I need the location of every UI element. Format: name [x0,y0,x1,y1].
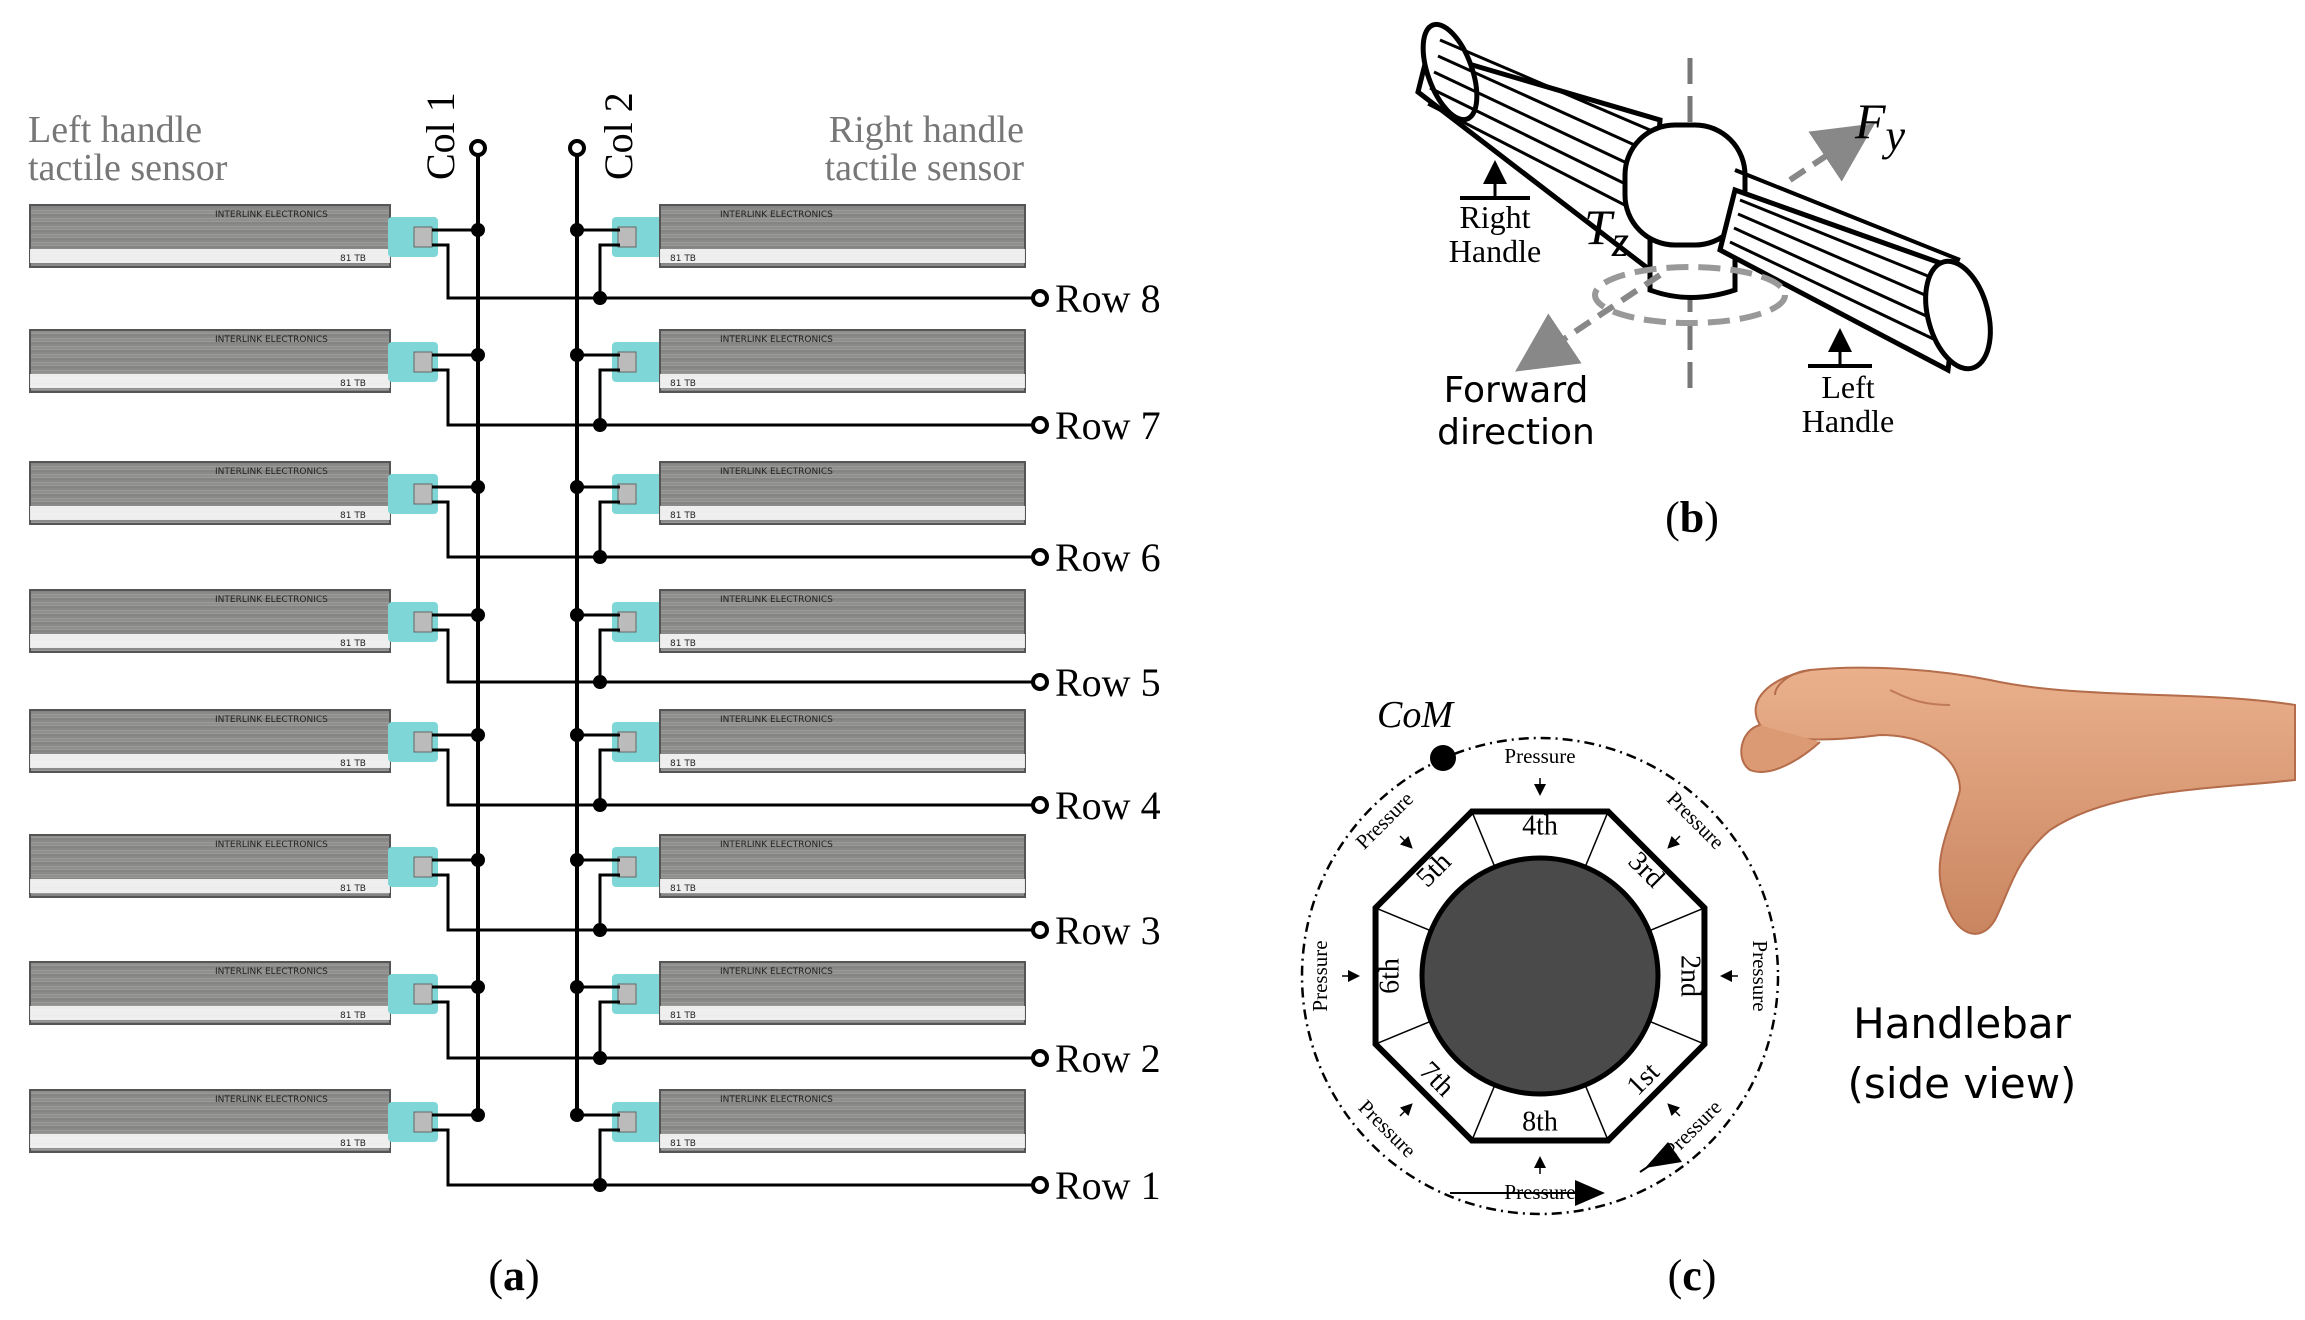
left-handle-label-2: Handle [1802,403,1894,439]
sensor-pair: INTERLINK ELECTRONICS 81 TB INTERLINK ELEC… [29,329,1161,448]
tz-label: Tz [1584,199,1629,266]
right-strip-id: 81 TB [670,379,696,389]
right-strip-id: 81 TB [670,759,696,769]
right-strip-brand: INTERLINK ELECTRONICS [720,467,833,477]
col1-terminal [469,139,487,157]
right-strip-brand: INTERLINK ELECTRONICS [720,595,833,605]
right-strip-id: 81 TB [670,511,696,521]
handlebar-core [1419,855,1661,1097]
caption-b: (b) [1665,493,1719,542]
handlebar-label-2: (side view) [1848,1059,2077,1108]
right-strip-id: 81 TB [670,639,696,649]
pressure-label: Pressure [1308,940,1332,1011]
row-terminal [1031,673,1049,691]
row-label: Row 2 [1055,1036,1161,1081]
row-label: Row 8 [1055,276,1161,321]
right-strip-brand: INTERLINK ELECTRONICS [720,967,833,977]
pressure-label: Pressure [1504,744,1575,768]
left-strip-brand: INTERLINK ELECTRONICS [215,1095,328,1105]
sensor-pair: INTERLINK ELECTRONICS 81 TB INTERLINK ELEC… [29,204,1161,321]
right-handle-label-2: Handle [1449,233,1541,269]
left-strip-id: 81 TB [340,511,366,521]
sensor-pair: INTERLINK ELECTRONICS 81 TB INTERLINK ELEC… [29,461,1161,580]
forward-label-1: Forward [1444,370,1589,411]
right-strip-brand: INTERLINK ELECTRONICS [720,840,833,850]
sensor-pair: INTERLINK ELECTRONICS 81 TB INTERLINK ELEC… [29,1089,1161,1208]
left-strip-id: 81 TB [340,379,366,389]
right-handle-label-1: Right [1459,199,1530,235]
segment-label: 2nd [1675,955,1706,997]
panel-a-sensor-wiring: Left handle tactile sensor Right handle … [28,92,1161,1300]
left-strip-id: 81 TB [340,759,366,769]
row-terminal [1031,796,1049,814]
row-label: Row 6 [1055,535,1161,580]
right-sensor-title-1: Right handle [829,109,1024,151]
row-terminal [1031,1176,1049,1194]
col2-label: Col 2 [596,92,641,180]
right-sensor-title-2: tactile sensor [825,147,1025,189]
forward-label-2: direction [1437,412,1595,453]
com-label: CoM [1377,694,1455,736]
left-strip-brand: INTERLINK ELECTRONICS [215,335,328,345]
row-label: Row 3 [1055,908,1161,953]
left-handle-label-1: Left [1821,369,1874,405]
row-terminal [1031,416,1049,434]
segment-label: 8th [1522,1106,1558,1137]
left-sensor-title-1: Left handle [28,109,202,151]
sensor-pair: INTERLINK ELECTRONICS 81 TB INTERLINK ELEC… [29,589,1161,705]
row-terminal [1031,1049,1049,1067]
right-strip-id: 81 TB [670,1139,696,1149]
right-strip-brand: INTERLINK ELECTRONICS [720,715,833,725]
right-strip-id: 81 TB [670,884,696,894]
row-label: Row 7 [1055,403,1161,448]
left-strip-id: 81 TB [340,1139,366,1149]
caption-a: (a) [488,1251,539,1300]
hand-illustration [1740,666,2296,935]
right-strip-brand: INTERLINK ELECTRONICS [720,335,833,345]
right-strip-brand: INTERLINK ELECTRONICS [720,210,833,220]
left-strip-brand: INTERLINK ELECTRONICS [215,840,328,850]
pressure-label: Pressure [1748,940,1772,1011]
left-strip-brand: INTERLINK ELECTRONICS [215,967,328,977]
fy-label: Fy [1854,93,1906,160]
col2-terminal [568,139,586,157]
left-strip-brand: INTERLINK ELECTRONICS [215,715,328,725]
caption-c: (c) [1668,1251,1717,1300]
left-strip-id: 81 TB [340,254,366,264]
left-strip-id: 81 TB [340,1011,366,1021]
handlebar-label-1: Handlebar [1853,999,2072,1048]
row-terminal [1031,548,1049,566]
pressure-label: Pressure [1504,1180,1575,1204]
left-sensor-title-2: tactile sensor [28,147,228,189]
segment-label: 4th [1522,810,1558,841]
row-terminal [1031,921,1049,939]
row-label: Row 4 [1055,783,1161,828]
right-strip-id: 81 TB [670,1011,696,1021]
row-label: Row 1 [1055,1163,1161,1208]
right-strip-brand: INTERLINK ELECTRONICS [720,1095,833,1105]
left-strip-id: 81 TB [340,884,366,894]
left-strip-id: 81 TB [340,639,366,649]
left-strip-brand: INTERLINK ELECTRONICS [215,595,328,605]
sensor-pair: INTERLINK ELECTRONICS 81 TB INTERLINK ELEC… [29,709,1161,828]
com-marker [1430,745,1456,771]
sensor-pair: INTERLINK ELECTRONICS 81 TB INTERLINK ELEC… [29,961,1161,1081]
col1-label: Col 1 [418,92,463,180]
left-strip-brand: INTERLINK ELECTRONICS [215,210,328,220]
left-strip-brand: INTERLINK ELECTRONICS [215,467,328,477]
sensor-pair: INTERLINK ELECTRONICS 81 TB INTERLINK ELEC… [29,834,1161,953]
panel-b-handlebar-forces: Fy Tz Right Handle Left Handle Forward d… [1415,21,1993,542]
segment-label: 6th [1374,958,1405,994]
row-terminal [1031,289,1049,307]
pressure-label: Pressure [1354,1095,1421,1162]
row-label: Row 5 [1055,660,1161,705]
right-strip-id: 81 TB [670,254,696,264]
sensor-array: INTERLINK ELECTRONICS 81 TB INTERLINK ELEC… [29,139,1161,1208]
